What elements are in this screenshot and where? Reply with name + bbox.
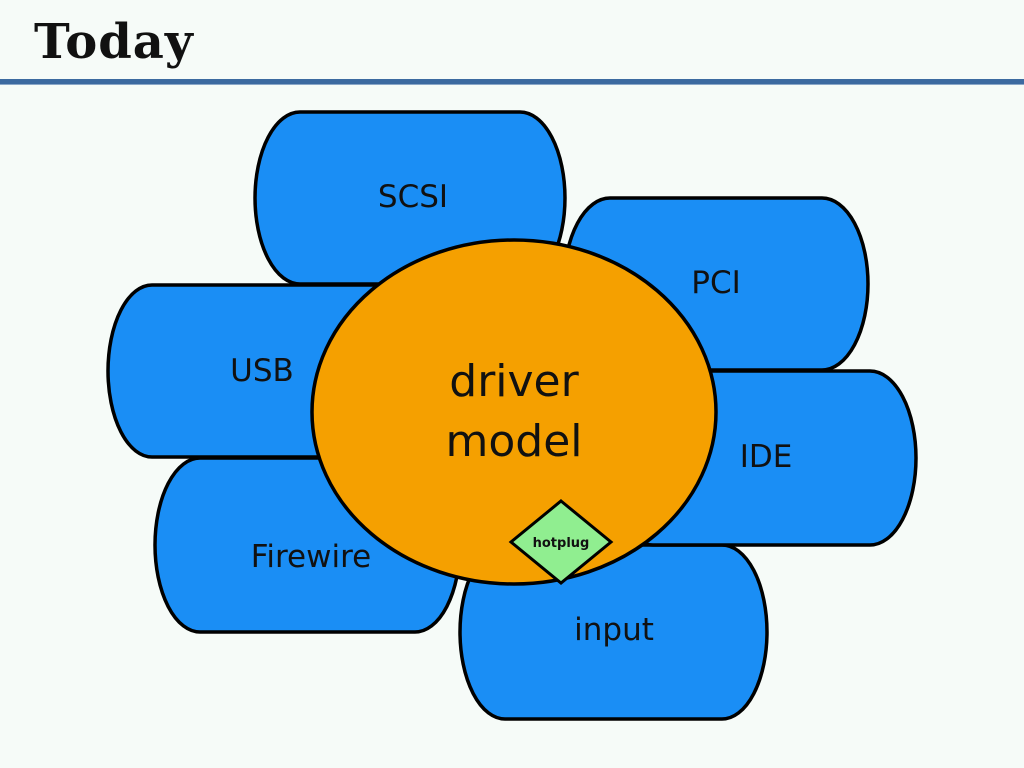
subsystem-label-ide: IDE [740,439,793,475]
driver-model-label-line2: model [445,416,582,467]
driver-model-label-line1: driver [449,356,579,407]
subsystem-input-shape [458,543,769,721]
slide-title: Today [34,14,194,70]
subsystem-label-scsi: SCSI [378,179,448,215]
subsystem-label-pci: PCI [691,265,740,301]
subsystem-label-input: input [574,612,654,648]
hotplug-label: hotplug [533,536,590,551]
subsystem-label-usb: USB [230,353,294,389]
subsystem-label-firewire: Firewire [251,539,371,575]
hotplug-diamond [508,499,614,585]
title-divider [0,79,1024,85]
driver-model-ellipse [310,238,718,586]
